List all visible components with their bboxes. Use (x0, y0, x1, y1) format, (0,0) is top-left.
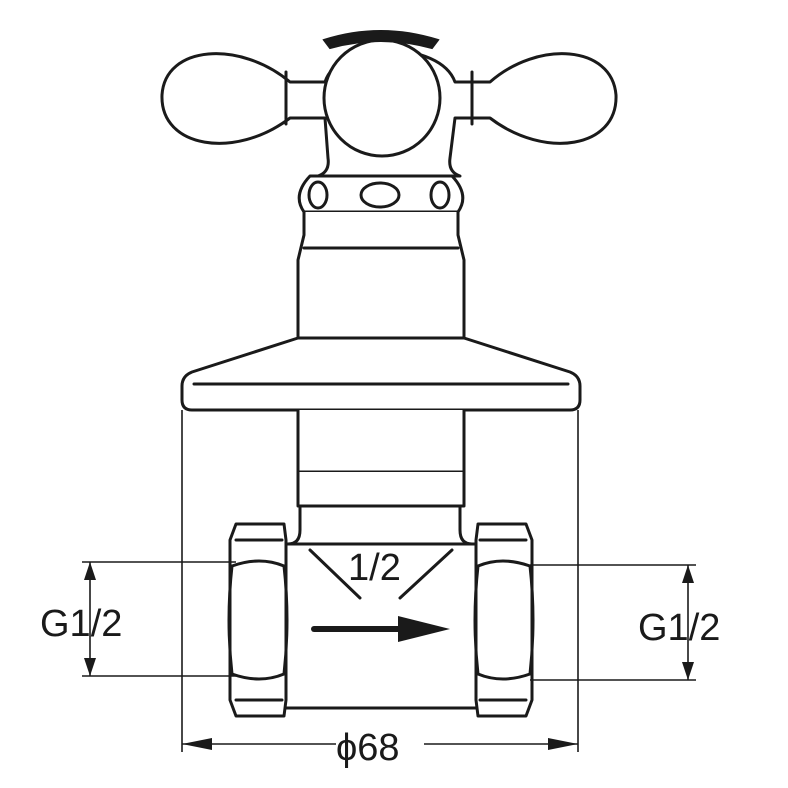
right-port-label: G1/2 (638, 607, 720, 649)
right-hex-nut (473, 522, 535, 718)
cross-handle (160, 30, 618, 178)
flow-arrow (311, 616, 450, 642)
valve-bonnet (296, 174, 466, 340)
body-marking-left (308, 548, 362, 600)
left-port-label: G1/2 (40, 603, 122, 645)
body-size-label: 1/2 (348, 547, 401, 589)
handle-top-cap (322, 30, 440, 50)
dimension-lines (82, 410, 696, 752)
left-hex-nut (227, 522, 289, 718)
cover-plate (180, 336, 582, 412)
body-marking-right (398, 548, 454, 600)
handle-center-hub (322, 38, 442, 158)
diameter-label: ϕ68 (336, 727, 400, 769)
lower-stem (286, 408, 474, 546)
